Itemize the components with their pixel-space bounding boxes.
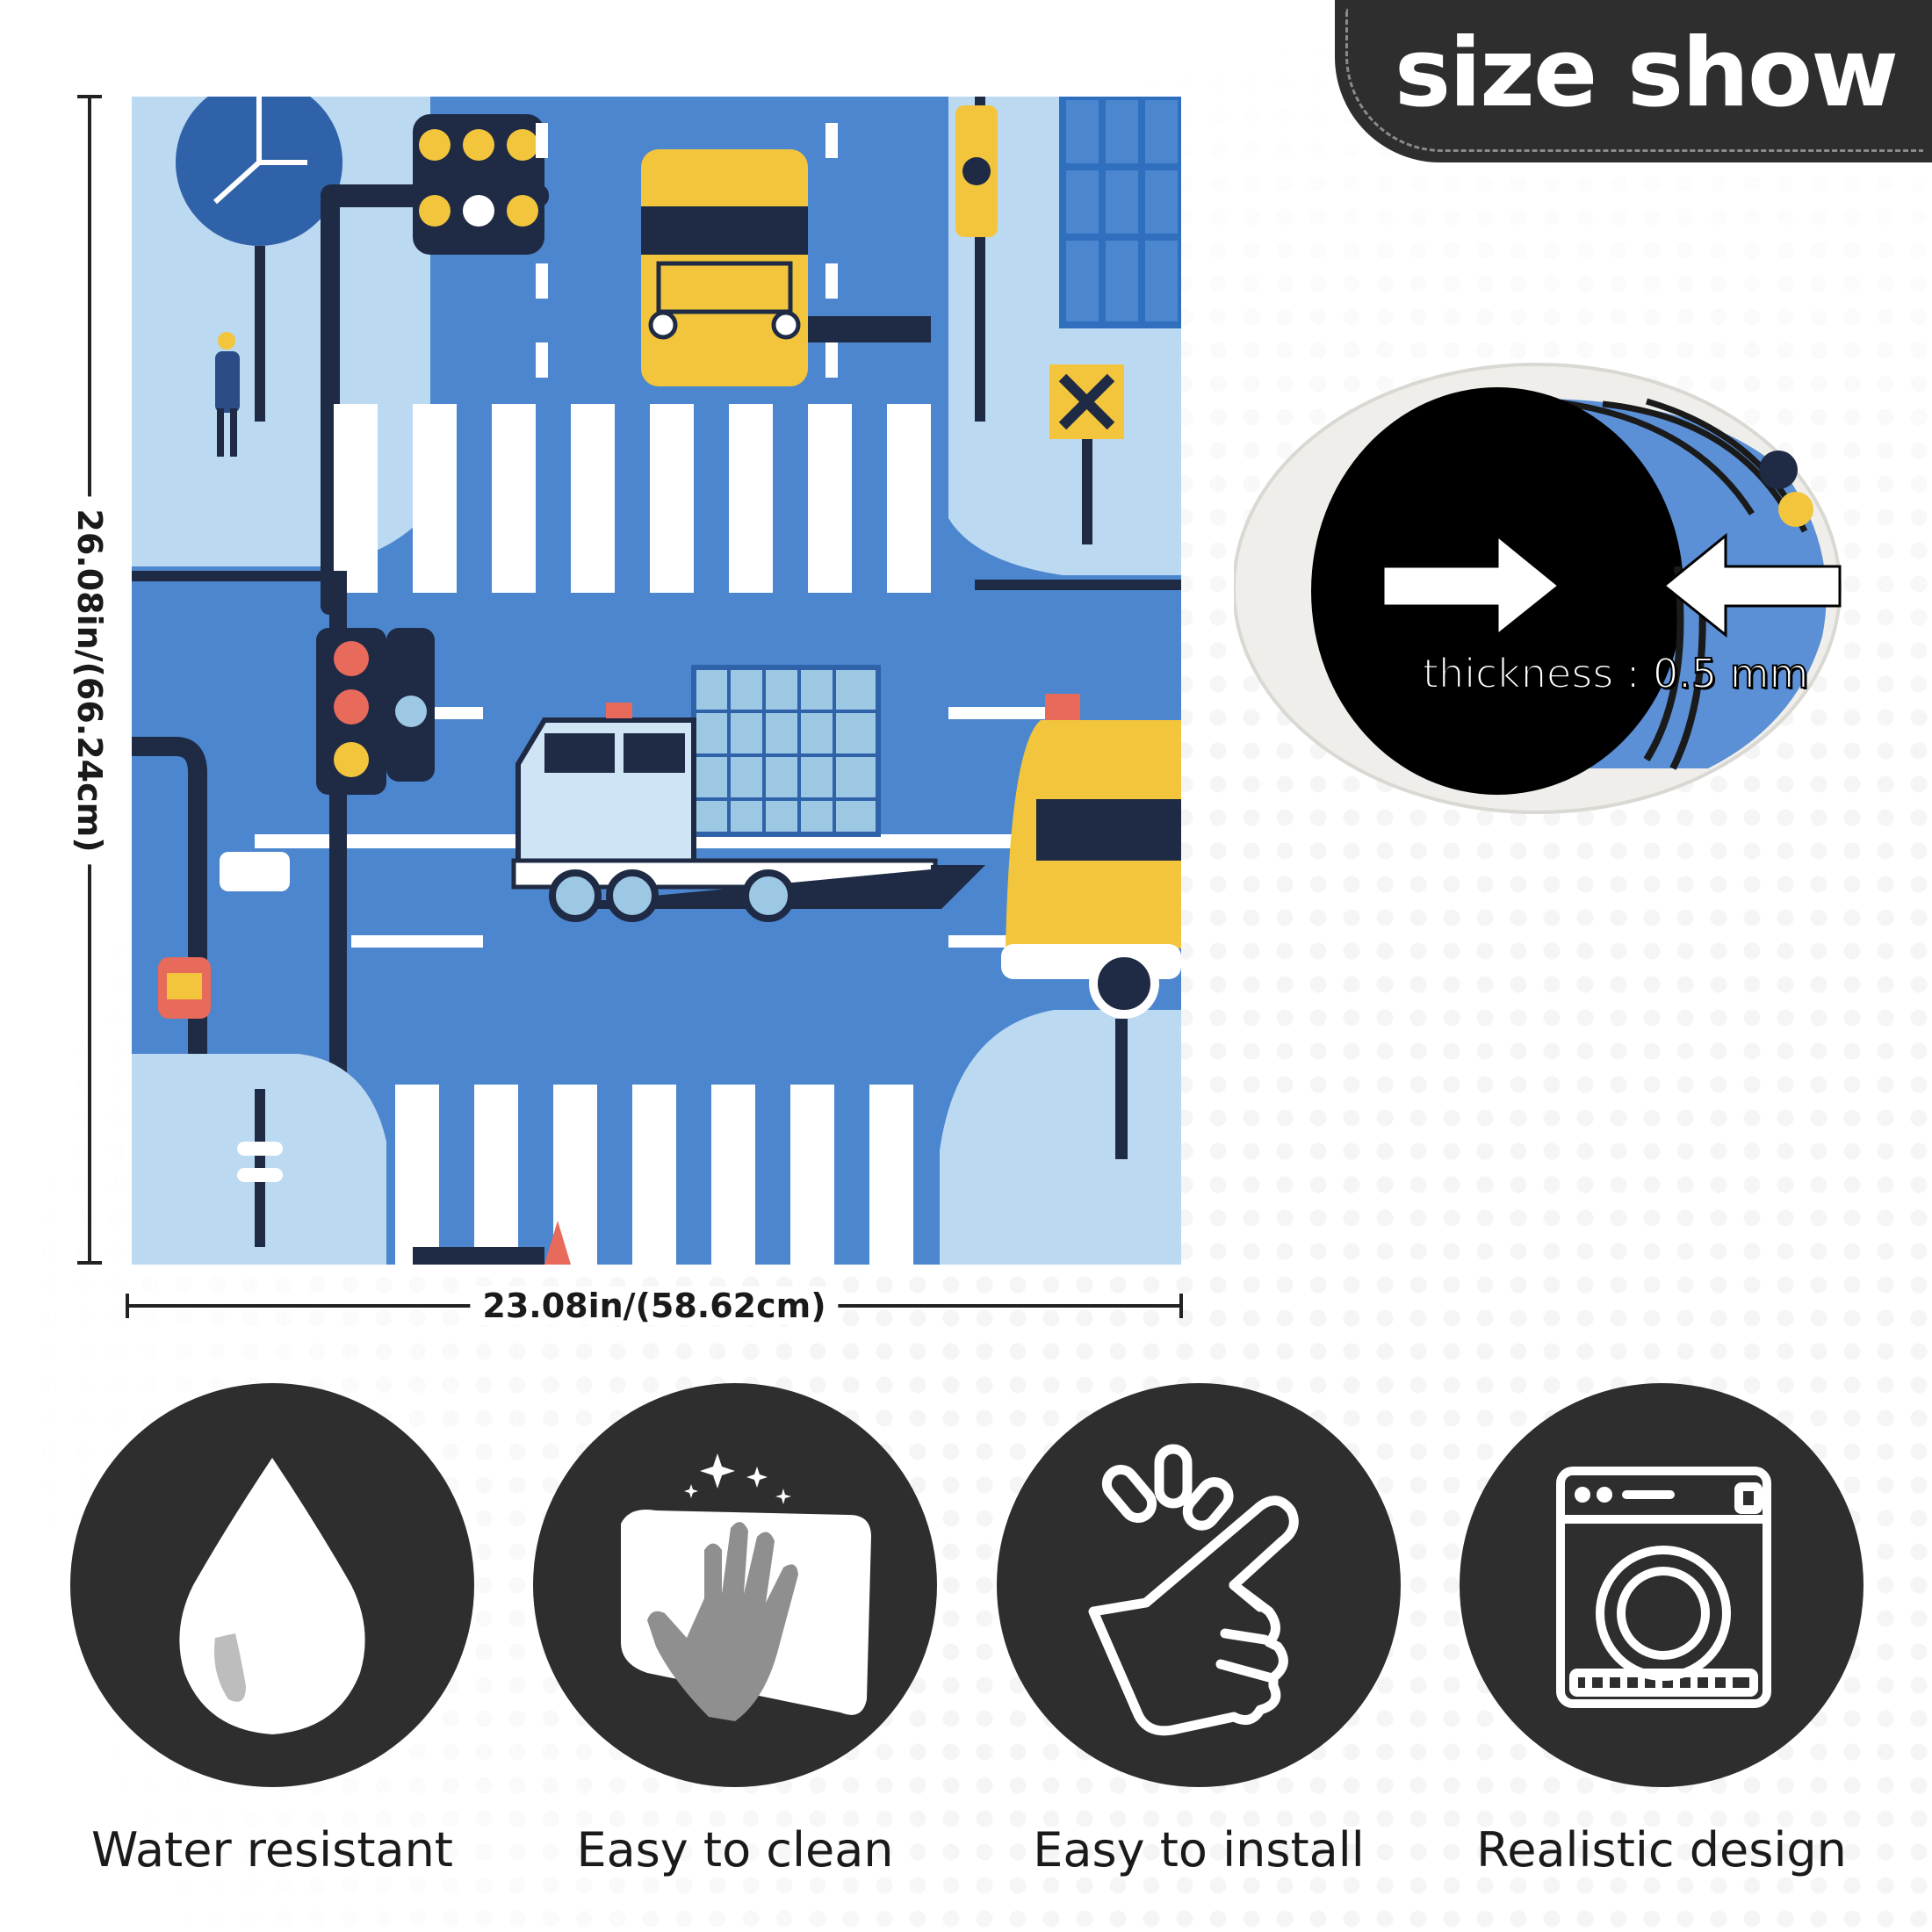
height-dimension-cap-bottom — [77, 1261, 102, 1265]
feature-label: Realistic design — [1476, 1822, 1847, 1878]
wipe-clean-icon — [621, 1453, 871, 1721]
thickness-label: thickness : 0.5 mm — [1422, 649, 1809, 698]
feature-label: Water resistant — [91, 1822, 453, 1878]
thickness-illustration — [1234, 356, 1866, 821]
washing-machine-icon — [1556, 1467, 1771, 1708]
feature-label: Easy to install — [1033, 1822, 1365, 1878]
feature-water-resistant: Water resistant — [70, 1383, 474, 1910]
width-dimension-label: 23.08in/(58.62cm) — [470, 1287, 839, 1325]
feature-easy-to-install: Easy to install — [997, 1383, 1401, 1910]
width-dimension-cap-right — [1179, 1294, 1183, 1318]
feature-easy-to-clean: Easy to clean — [533, 1383, 937, 1910]
product-image — [132, 97, 1181, 1265]
height-dimension-cap-top — [77, 95, 102, 98]
feature-disc — [70, 1383, 474, 1787]
feature-disc — [997, 1383, 1401, 1787]
header-banner: size show — [1335, 0, 1932, 162]
water-drop-icon — [179, 1458, 365, 1734]
feature-realistic-design: Realistic design — [1460, 1383, 1864, 1910]
city-traffic-illustration — [132, 97, 1181, 1265]
page-title: size show — [1394, 18, 1899, 128]
height-dimension-label: 26.08in/(66.24cm) — [70, 496, 109, 865]
rolled-sheet-graphic — [1234, 363, 1842, 814]
width-dimension-cap-left — [126, 1294, 129, 1318]
feature-disc — [1460, 1383, 1864, 1787]
feature-label: Easy to clean — [576, 1822, 894, 1878]
feature-disc — [533, 1383, 937, 1787]
hand-press-icon — [1088, 1444, 1299, 1736]
